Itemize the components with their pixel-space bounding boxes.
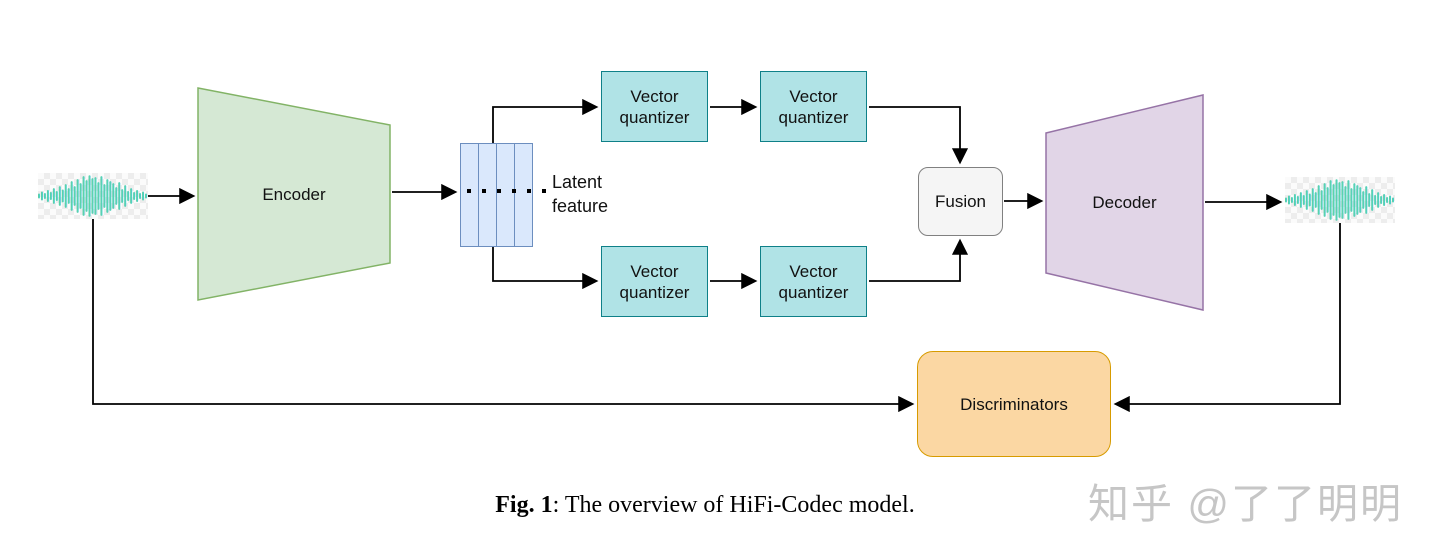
vector-quantizer-label: Vector quantizer xyxy=(619,261,690,302)
latent-feature-label-line2: feature xyxy=(552,196,609,216)
audio-waveform-icon-output xyxy=(1285,177,1395,223)
arrow-waveform-to-discriminators-left xyxy=(92,219,915,413)
encoder-label: Encoder xyxy=(262,184,326,204)
arrow-waveform-to-discriminators-right xyxy=(1113,223,1341,413)
fusion-label: Fusion xyxy=(934,192,987,211)
arrow-vq-top-to-fusion xyxy=(869,106,969,165)
vector-quantizer-top-2: Vector quantizer xyxy=(760,71,867,142)
latent-bar xyxy=(478,143,497,247)
zhihu-watermark: 知乎 @了了明明 xyxy=(1088,481,1404,527)
arrow-latent-to-vq-top xyxy=(492,98,599,143)
figure-caption-text: : The overview of HiFi-Codec model. xyxy=(552,492,915,518)
discriminators-node: Discriminators xyxy=(917,351,1111,457)
figure-caption-number: Fig. 1 xyxy=(495,492,553,518)
latent-feature-label-line1: Latent xyxy=(552,172,603,192)
discriminators-label: Discriminators xyxy=(960,394,1068,414)
decoder-label: Decoder xyxy=(1092,192,1157,212)
latent-feature-bars xyxy=(460,143,533,247)
vector-quantizer-bottom-2: Vector quantizer xyxy=(760,246,867,317)
latent-bar xyxy=(496,143,515,247)
vector-quantizer-label: Vector quantizer xyxy=(619,86,690,127)
latent-bar xyxy=(460,143,479,247)
ellipsis-dots xyxy=(467,189,557,193)
encoder-shape xyxy=(197,87,391,301)
latent-bar xyxy=(514,143,533,247)
vector-quantizer-bottom-1: Vector quantizer xyxy=(601,246,708,317)
arrow-vq-bottom-to-fusion xyxy=(869,238,969,282)
vector-quantizer-label: Vector quantizer xyxy=(778,86,849,127)
latent-feature-label: Latent feature xyxy=(552,170,608,218)
audio-waveform-icon-input xyxy=(38,173,148,219)
vector-quantizer-label: Vector quantizer xyxy=(778,261,849,302)
figure-caption: Fig. 1: The overview of HiFi-Codec model… xyxy=(0,492,1410,519)
vector-quantizer-top-1: Vector quantizer xyxy=(601,71,708,142)
arrow-latent-to-vq-bottom xyxy=(492,247,599,290)
decoder-shape xyxy=(1045,94,1204,311)
fusion-node: Fusion xyxy=(918,167,1003,236)
